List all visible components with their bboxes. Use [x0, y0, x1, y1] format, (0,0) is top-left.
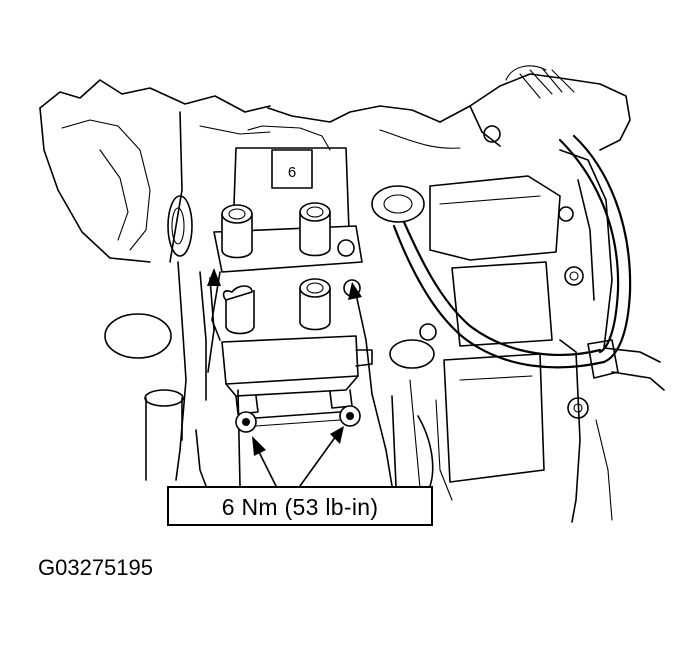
ignition-coil	[211, 125, 373, 433]
wiring-harness	[392, 134, 632, 379]
figure-id-label: G03275195	[38, 555, 153, 580]
arrow-head-upper-right	[348, 282, 362, 300]
part-number-label: 6	[288, 164, 296, 181]
arrow-head-lower-left	[252, 436, 266, 456]
arrow-head-lower-right	[330, 426, 344, 444]
engine-background	[39, 65, 665, 523]
pointer-arrows	[207, 268, 393, 487]
arrow-head-upper-left	[207, 268, 221, 286]
torque-callout-box: 6 Nm (53 lb-in)	[167, 486, 433, 526]
torque-callout-label: 6 Nm (53 lb-in)	[221, 494, 379, 520]
